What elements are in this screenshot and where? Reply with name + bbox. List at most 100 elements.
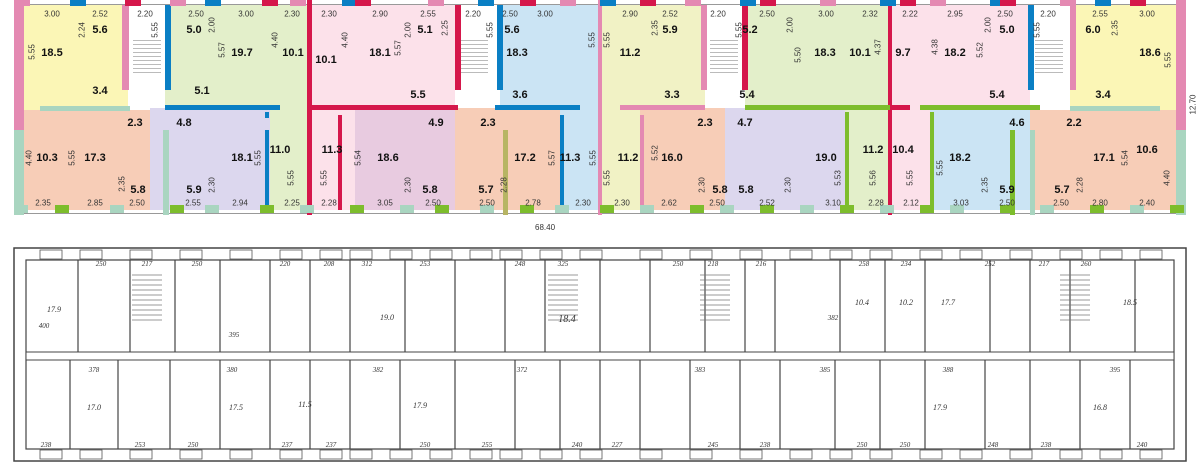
room-area-label: 18.4: [558, 314, 576, 325]
window: [919, 249, 943, 260]
window: [919, 449, 943, 460]
dimension-label: 2.30: [575, 198, 591, 208]
dimension-label: 5.52: [650, 145, 660, 161]
dimension-label: 240: [1137, 441, 1148, 449]
wall-segment: [600, 0, 616, 6]
wall-segment: [165, 5, 171, 90]
wall-segment: [1010, 130, 1015, 215]
wall-segment: [820, 0, 836, 6]
dimension-label: 253: [420, 260, 431, 268]
stair-step: [133, 60, 161, 61]
wall-segment: [125, 0, 141, 6]
wall-segment: [520, 205, 534, 213]
dimension-label: 2.85: [87, 198, 103, 208]
dimension-label: 218: [708, 260, 719, 268]
room-area-label: 17.9: [933, 403, 947, 412]
room-fill: [308, 108, 355, 210]
dimension-label: 5.55: [587, 32, 597, 48]
dimension-label: 3.03: [953, 198, 969, 208]
wall-segment: [690, 205, 704, 213]
wall-segment: [840, 205, 854, 213]
window: [429, 449, 453, 460]
wall-segment: [110, 205, 124, 213]
room-area-label: 5.8: [738, 184, 754, 196]
room-area-label: 18.2: [949, 152, 971, 164]
window: [689, 249, 713, 260]
wall-segment: [745, 105, 890, 110]
dimension-label: 3.00: [537, 9, 553, 19]
overall-length-label: 68.40: [535, 223, 556, 232]
room-area-label: 5.8: [130, 184, 146, 196]
wall-segment: [950, 205, 964, 213]
wall-segment: [1070, 5, 1076, 90]
dimension-label: 252: [985, 260, 996, 268]
wall-segment: [163, 130, 169, 215]
window: [1099, 449, 1123, 460]
dimension-label: 2.50: [709, 198, 725, 208]
wall-segment: [640, 0, 656, 6]
window: [829, 249, 853, 260]
room-area-label: 5.0: [999, 24, 1015, 36]
window: [539, 249, 563, 260]
room-fill: [24, 5, 128, 110]
wall-segment: [930, 0, 946, 6]
room-area-label: 5.2: [742, 24, 758, 36]
dimension-label: 248: [988, 441, 999, 449]
window: [389, 449, 413, 460]
stair-step: [1035, 48, 1063, 49]
room-area-label: 6.0: [1085, 24, 1101, 36]
room-area-label: 11.3: [321, 144, 343, 156]
room-fill: [600, 108, 640, 210]
stair-step: [460, 52, 488, 53]
room-area-label: 2.3: [480, 117, 496, 129]
dimension-label: 238: [1041, 441, 1052, 449]
room-area-label: 2.3: [697, 117, 713, 129]
wall-segment: [350, 205, 364, 213]
stair-step: [710, 48, 738, 49]
dimension-label: 2.20: [710, 9, 726, 19]
window: [129, 449, 153, 460]
depth-label: 388: [942, 366, 954, 374]
stair-step: [710, 52, 738, 53]
dimension-label: 2.00: [983, 17, 993, 33]
wall-segment: [300, 205, 314, 213]
wall-segment: [685, 0, 701, 6]
dimension-label: 2.30: [284, 9, 300, 19]
dimension-label: 250: [420, 441, 431, 449]
room-area-label: 5.4: [989, 89, 1005, 101]
stair-step: [1035, 60, 1063, 61]
room-area-label: 4.6: [1009, 117, 1025, 129]
stair-step: [710, 64, 738, 65]
dimension-label: 250: [673, 260, 684, 268]
room-area-label: 10.4: [855, 298, 869, 307]
wall-segment: [497, 5, 503, 90]
dimension-label: 238: [41, 441, 52, 449]
dimension-label: 5.55: [485, 22, 495, 38]
dimension-label: 2.28: [1075, 177, 1085, 193]
room-fill: [640, 108, 728, 210]
dimension-label: 2.52: [662, 9, 678, 19]
dimension-label: 5.55: [1032, 22, 1042, 38]
room-area-label: 18.2: [944, 47, 966, 59]
wall-segment: [290, 0, 306, 6]
wall-segment: [760, 205, 774, 213]
dimension-label: 2.00: [785, 17, 795, 33]
dimension-label: 5.55: [588, 150, 598, 166]
outer-wall: [13, 247, 1187, 462]
wall-segment: [205, 205, 219, 213]
dimension-label: 5.55: [286, 170, 296, 186]
room-area-label: 5.8: [422, 184, 438, 196]
room-area-label: 3.6: [512, 89, 528, 101]
wall-segment: [14, 205, 28, 213]
dimension-label: 2.55: [185, 198, 201, 208]
room-area-label: 17.2: [514, 152, 536, 164]
dimension-label: 2.35: [35, 198, 51, 208]
wall-segment: [930, 112, 934, 210]
depth-label: 372: [516, 366, 528, 374]
wall-segment: [40, 106, 130, 111]
dimension-label: 2.50: [997, 9, 1013, 19]
room-area-label: 4.9: [428, 117, 444, 129]
stair-step: [133, 56, 161, 57]
dimension-label: 3.00: [238, 9, 254, 19]
room-area-label: 5.9: [999, 184, 1015, 196]
